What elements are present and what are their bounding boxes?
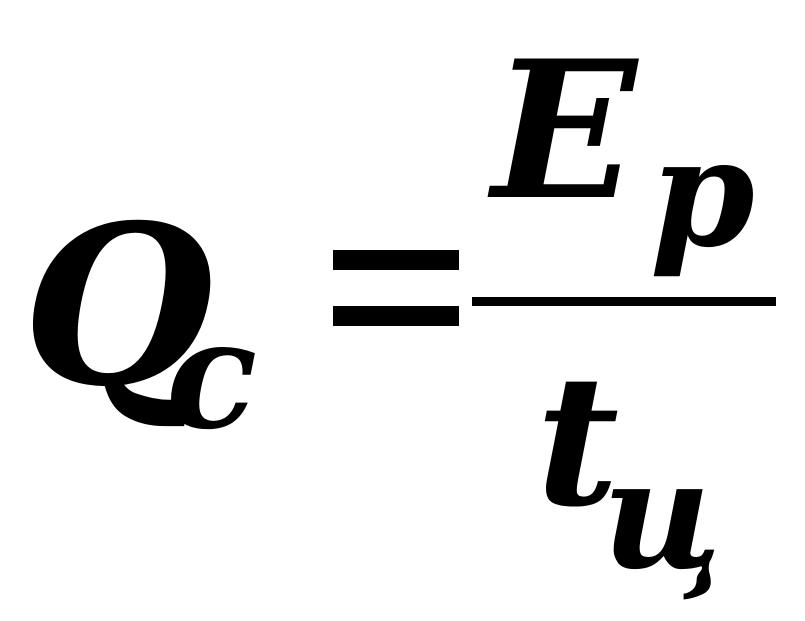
equals-bar-top	[333, 250, 459, 270]
lhs-subscript: c	[166, 287, 258, 463]
equals-sign	[333, 250, 459, 328]
denominator-subscript: ц	[602, 427, 723, 603]
denominator-symbol: t	[536, 336, 620, 547]
numerator-symbol: E	[492, 19, 637, 242]
equals-bar-bottom	[333, 306, 459, 326]
lhs-symbol: Q	[22, 176, 214, 435]
numerator-subscript: p	[650, 105, 755, 281]
fraction-line	[472, 297, 776, 306]
